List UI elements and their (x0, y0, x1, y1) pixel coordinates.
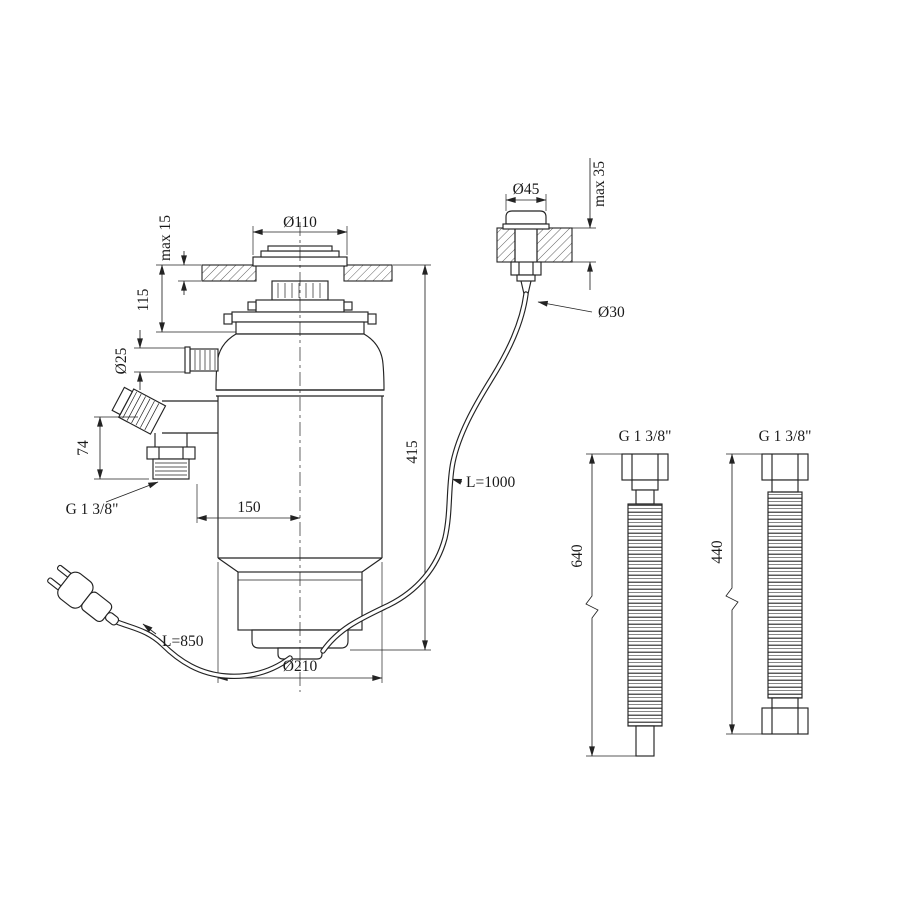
tube-length-label: L=1000 (466, 474, 515, 491)
dim-outlet-height-label: 74 (75, 440, 92, 456)
hose-long-length-label: 640 (569, 544, 586, 568)
labels: Ø110 max 15 115 Ø25 74 G 1 3/8" 150 415 … (66, 161, 812, 675)
dim-flange-diameter-label: Ø110 (283, 214, 317, 231)
hose-short-thread-label: G 1 3/8" (759, 428, 812, 445)
power-cord (114, 619, 293, 680)
sink-panel-right (343, 264, 393, 282)
outlet-thread-end (146, 446, 196, 480)
hose-long (621, 453, 669, 757)
dimensions-hoses (585, 453, 762, 757)
dim-outlet-offset-label: 150 (237, 499, 261, 516)
hose-short-top-nut (761, 453, 809, 481)
hose-long-nut (621, 453, 669, 481)
countertop-right (536, 227, 573, 263)
outlet-thread-label: G 1 3/8" (66, 501, 119, 518)
hose-long-corrugation (627, 503, 663, 727)
dim-inlet-diameter-label: Ø25 (113, 347, 130, 374)
sink-panel (201, 264, 393, 282)
dim-hole-diameter-label: Ø30 (598, 304, 625, 321)
dim-button-diameter-label: Ø45 (513, 181, 540, 198)
hose-short-bottom-nut (761, 707, 809, 735)
air-switch-button (502, 210, 550, 295)
dim-total-height-label: 415 (404, 440, 421, 464)
dishwasher-inlet (184, 346, 219, 374)
switch-tube (320, 291, 529, 654)
hose-long-thread-label: G 1 3/8" (619, 428, 672, 445)
dim-body-diameter-label: Ø210 (283, 658, 318, 675)
hose-long-end (635, 725, 655, 757)
sink-panel-left (201, 264, 257, 282)
power-plug (47, 564, 120, 626)
outlet-elbow (111, 386, 218, 480)
dim-neck-height-label: 115 (135, 288, 152, 311)
neck-thread-ticks (277, 283, 321, 298)
disposer-unit (111, 245, 393, 660)
dim-counter-thickness-label: max 35 (591, 161, 608, 207)
inlet-thread-ticks (194, 350, 216, 370)
dimensions-disposer (94, 226, 431, 683)
base-cap (251, 629, 349, 649)
dim-sink-thickness-label: max 15 (157, 215, 174, 261)
countertop-left (496, 227, 516, 263)
air-switch (496, 210, 573, 295)
hose-short (761, 453, 809, 735)
cord-length-label: L=850 (162, 633, 204, 650)
hose-short-corrugation (767, 491, 803, 699)
dimensions-air-switch (451, 158, 596, 485)
hose-short-length-label: 440 (709, 540, 726, 564)
elbow-cap (111, 386, 167, 435)
